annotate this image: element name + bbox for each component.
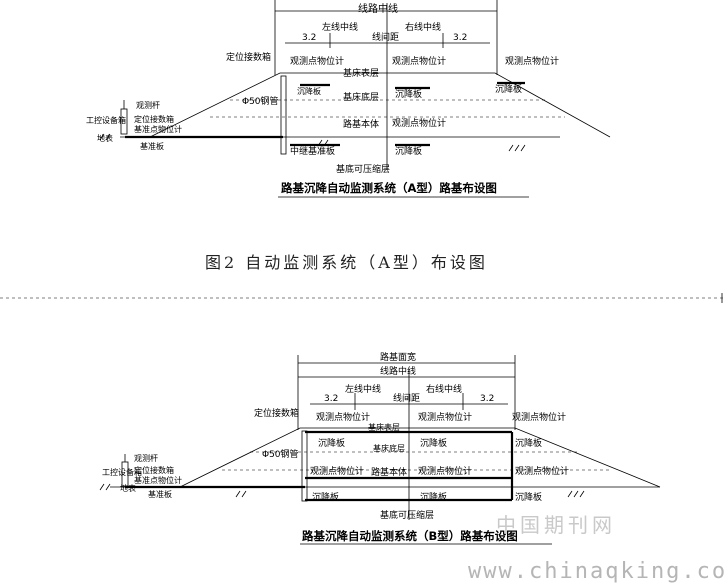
label-positioning-box: 定位接数箱: [226, 51, 271, 63]
diagram-a-caption: 路基沉降自动监测系统（A型）路基布设图: [281, 181, 497, 195]
label-bed-bottom: 基床底层: [343, 91, 379, 103]
label-settle-plate: 沉降板: [515, 491, 542, 503]
label-gauge: 观测点物位计: [290, 55, 344, 67]
label-station: 工控设备箱: [102, 467, 142, 477]
label-centerline: 线路中线: [380, 365, 416, 377]
diagram-b: 路基面宽 线路中线 左线中线 右线中线 线间距 3.2 3.2 定位接数箱 观测…: [99, 351, 661, 545]
label-gauge: 观测点物位计: [418, 465, 472, 477]
label-settle-plate: 沉降板: [515, 437, 542, 449]
label-pipe: Φ50钢管: [242, 95, 279, 107]
label-left-track: 左线中线: [322, 21, 358, 33]
label-base-plate: 基准板: [140, 141, 164, 151]
label-gauge: 观测点物位计: [515, 465, 569, 477]
watermark-cn: 中国期刊网: [496, 513, 616, 537]
label-subgrade-body: 路基本体: [343, 118, 379, 130]
label-track-spacing: 线间距: [372, 31, 399, 43]
label-gauge: 观测点物位计: [418, 411, 472, 423]
label-settle-plate: 沉降板: [420, 491, 447, 503]
label-right-track: 右线中线: [405, 21, 441, 33]
label-bed-bottom: 基床底层: [373, 443, 405, 453]
label-bed-surface: 基床表层: [343, 67, 379, 79]
label-gauge: 观测点物位计: [512, 411, 566, 423]
label-settle-plate: 沉降板: [495, 83, 522, 95]
label-settle-plate: 沉降板: [297, 86, 321, 96]
label-station-gauge: 基准点物位计: [134, 475, 182, 485]
label-foundation: 基底可压缩层: [380, 509, 434, 521]
label-dim-right: 3.2: [480, 394, 494, 404]
label-station-box: 定位接数箱: [134, 114, 174, 124]
label-dim-right: 3.2: [453, 33, 467, 43]
label-station: 工控设备箱: [86, 115, 126, 125]
label-right-track: 右线中线: [426, 383, 462, 395]
label-ground: 地表: [120, 483, 136, 493]
label-obs-rod: 观测杆: [134, 453, 158, 463]
label-obs-rod: 观测杆: [136, 100, 160, 110]
label-ground: 地表: [97, 133, 113, 143]
label-subgrade-body: 路基本体: [371, 466, 407, 478]
label-settle-plate: 沉降板: [395, 88, 422, 100]
label-width: 路基面宽: [380, 351, 416, 363]
label-track-spacing: 线间距: [393, 392, 420, 404]
label-gauge: 观测点物位计: [505, 55, 559, 67]
label-station-box: 定位接数箱: [134, 465, 174, 475]
label-base-plate: 基准板: [148, 489, 172, 499]
steel-pipe-a: [280, 75, 287, 155]
diagram-a: 线路中线 左线中线 右线中线 线间距 3.2 3.2 定位接数箱 观测点物位计 …: [86, 0, 611, 198]
label-bed-surface: 基床表层: [368, 422, 400, 432]
label-station-gauge: 基准点物位计: [134, 124, 182, 134]
label-left-track: 左线中线: [345, 383, 381, 395]
label-gauge: 观测点物位计: [392, 117, 446, 129]
label-settle-plate: 沉降板: [312, 491, 339, 503]
label-settle-plate: 沉降板: [395, 145, 422, 157]
diagram-b-caption: 路基沉降自动监测系统（B型）路基布设图: [302, 529, 518, 543]
label-gauge: 观测点物位计: [316, 411, 370, 423]
label-gauge: 观测点物位计: [392, 55, 446, 67]
figure-2-caption: 图2 自动监测系统（A型）布设图: [205, 253, 488, 272]
label-foundation: 基底可压缩层: [336, 163, 390, 175]
label-relay-plate: 中继基准板: [290, 145, 335, 157]
label-gauge: 观测点物位计: [310, 465, 364, 477]
label-settle-plate: 沉降板: [420, 437, 447, 449]
label-positioning-box: 定位接数箱: [254, 407, 299, 419]
embankment-outline: [149, 72, 611, 138]
label-centerline: 线路中线: [358, 2, 398, 15]
label-settle-plate: 沉降板: [318, 437, 345, 449]
embankment-outline: [179, 427, 661, 488]
watermark-url: www.chinaqking.com: [468, 559, 725, 583]
steel-pipe-b: [301, 430, 308, 502]
label-dim-left: 3.2: [324, 394, 338, 404]
label-pipe: Φ50钢管: [262, 448, 299, 460]
label-dim-left: 3.2: [302, 33, 316, 43]
